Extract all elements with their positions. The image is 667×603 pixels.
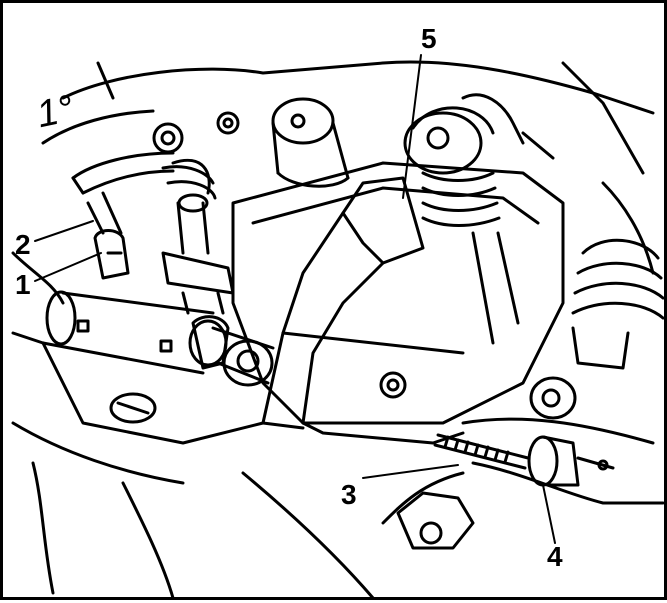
adjusting-screw (433, 433, 530, 470)
hex-nut (379, 371, 475, 550)
callout-1: 1 (15, 269, 31, 300)
callout-4: 4 (547, 541, 563, 572)
left-spring (161, 111, 240, 315)
engine-housing (11, 60, 665, 600)
right-spring (403, 93, 555, 227)
engine-line-drawing (11, 54, 665, 600)
callout-3: 3 (341, 479, 357, 510)
clamp-assembly (71, 122, 211, 280)
rocker-lever (188, 176, 425, 430)
callout-2: 2 (15, 229, 31, 260)
valve-cover (231, 161, 565, 445)
right-cylinder (529, 238, 665, 420)
callout-5: 5 (421, 23, 437, 54)
adjusting-sleeve (527, 435, 615, 487)
cylinder-cap (271, 97, 350, 188)
leader-lines (34, 54, 556, 544)
degree-mark: 1° (33, 87, 78, 137)
